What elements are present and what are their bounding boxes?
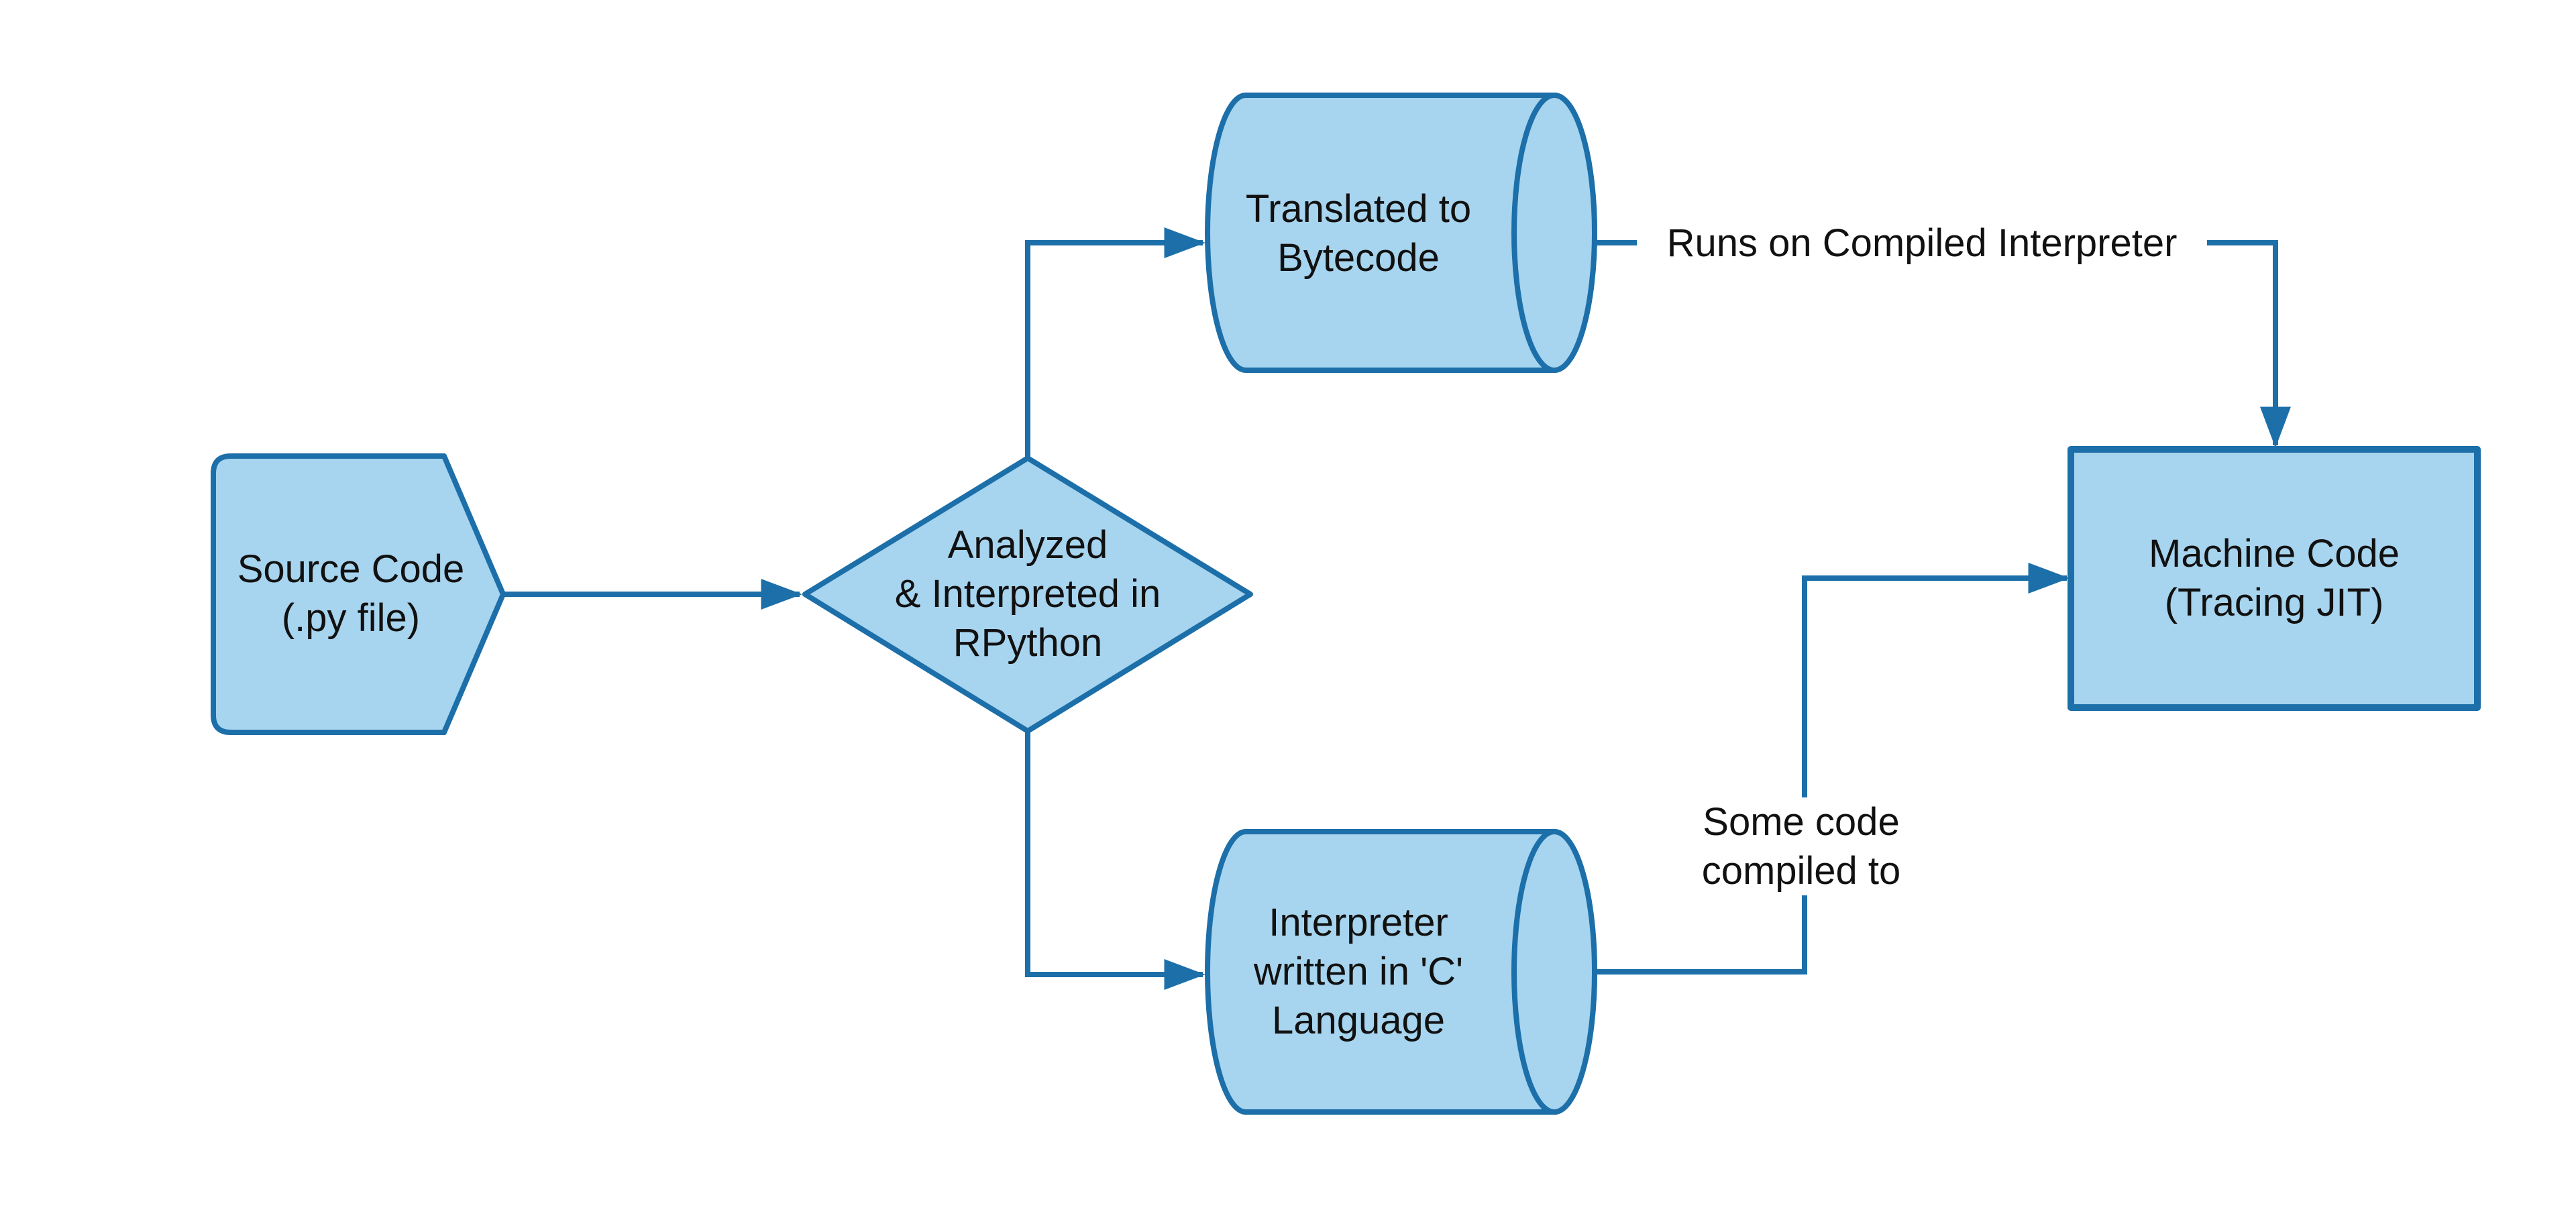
source-code-shape bbox=[211, 453, 506, 735]
edge-interpreter-to-machinecode bbox=[1595, 563, 2070, 975]
machine-code-shape bbox=[2068, 446, 2481, 711]
edge-analyzed-to-bytecode bbox=[1025, 227, 1205, 458]
machine-code-label: Machine Code (Tracing JIT) bbox=[2149, 532, 2400, 624]
analyzed-decision-shape bbox=[802, 455, 1253, 734]
interpreter-c-face bbox=[1511, 829, 1597, 1115]
interpreter-c-label: Interpreter written in 'C' Language bbox=[1253, 901, 1464, 1042]
edge-bytecode-to-machinecode bbox=[1595, 240, 2291, 448]
translated-bytecode-face bbox=[1511, 93, 1597, 373]
edge-analyzed-to-interpreter bbox=[1025, 731, 1205, 990]
edge-label-runs-on-compiled-interpreter: Runs on Compiled Interpreter bbox=[1637, 219, 2207, 268]
source-code-label: Source Code (.py file) bbox=[237, 547, 465, 640]
edge-label-some-code-compiled-to: Some code compiled to bbox=[1687, 797, 1915, 895]
translated-bytecode-label: Translated to Bytecode bbox=[1245, 187, 1472, 280]
analyzed-label: Analyzed & Interpreted in RPython bbox=[894, 523, 1161, 665]
